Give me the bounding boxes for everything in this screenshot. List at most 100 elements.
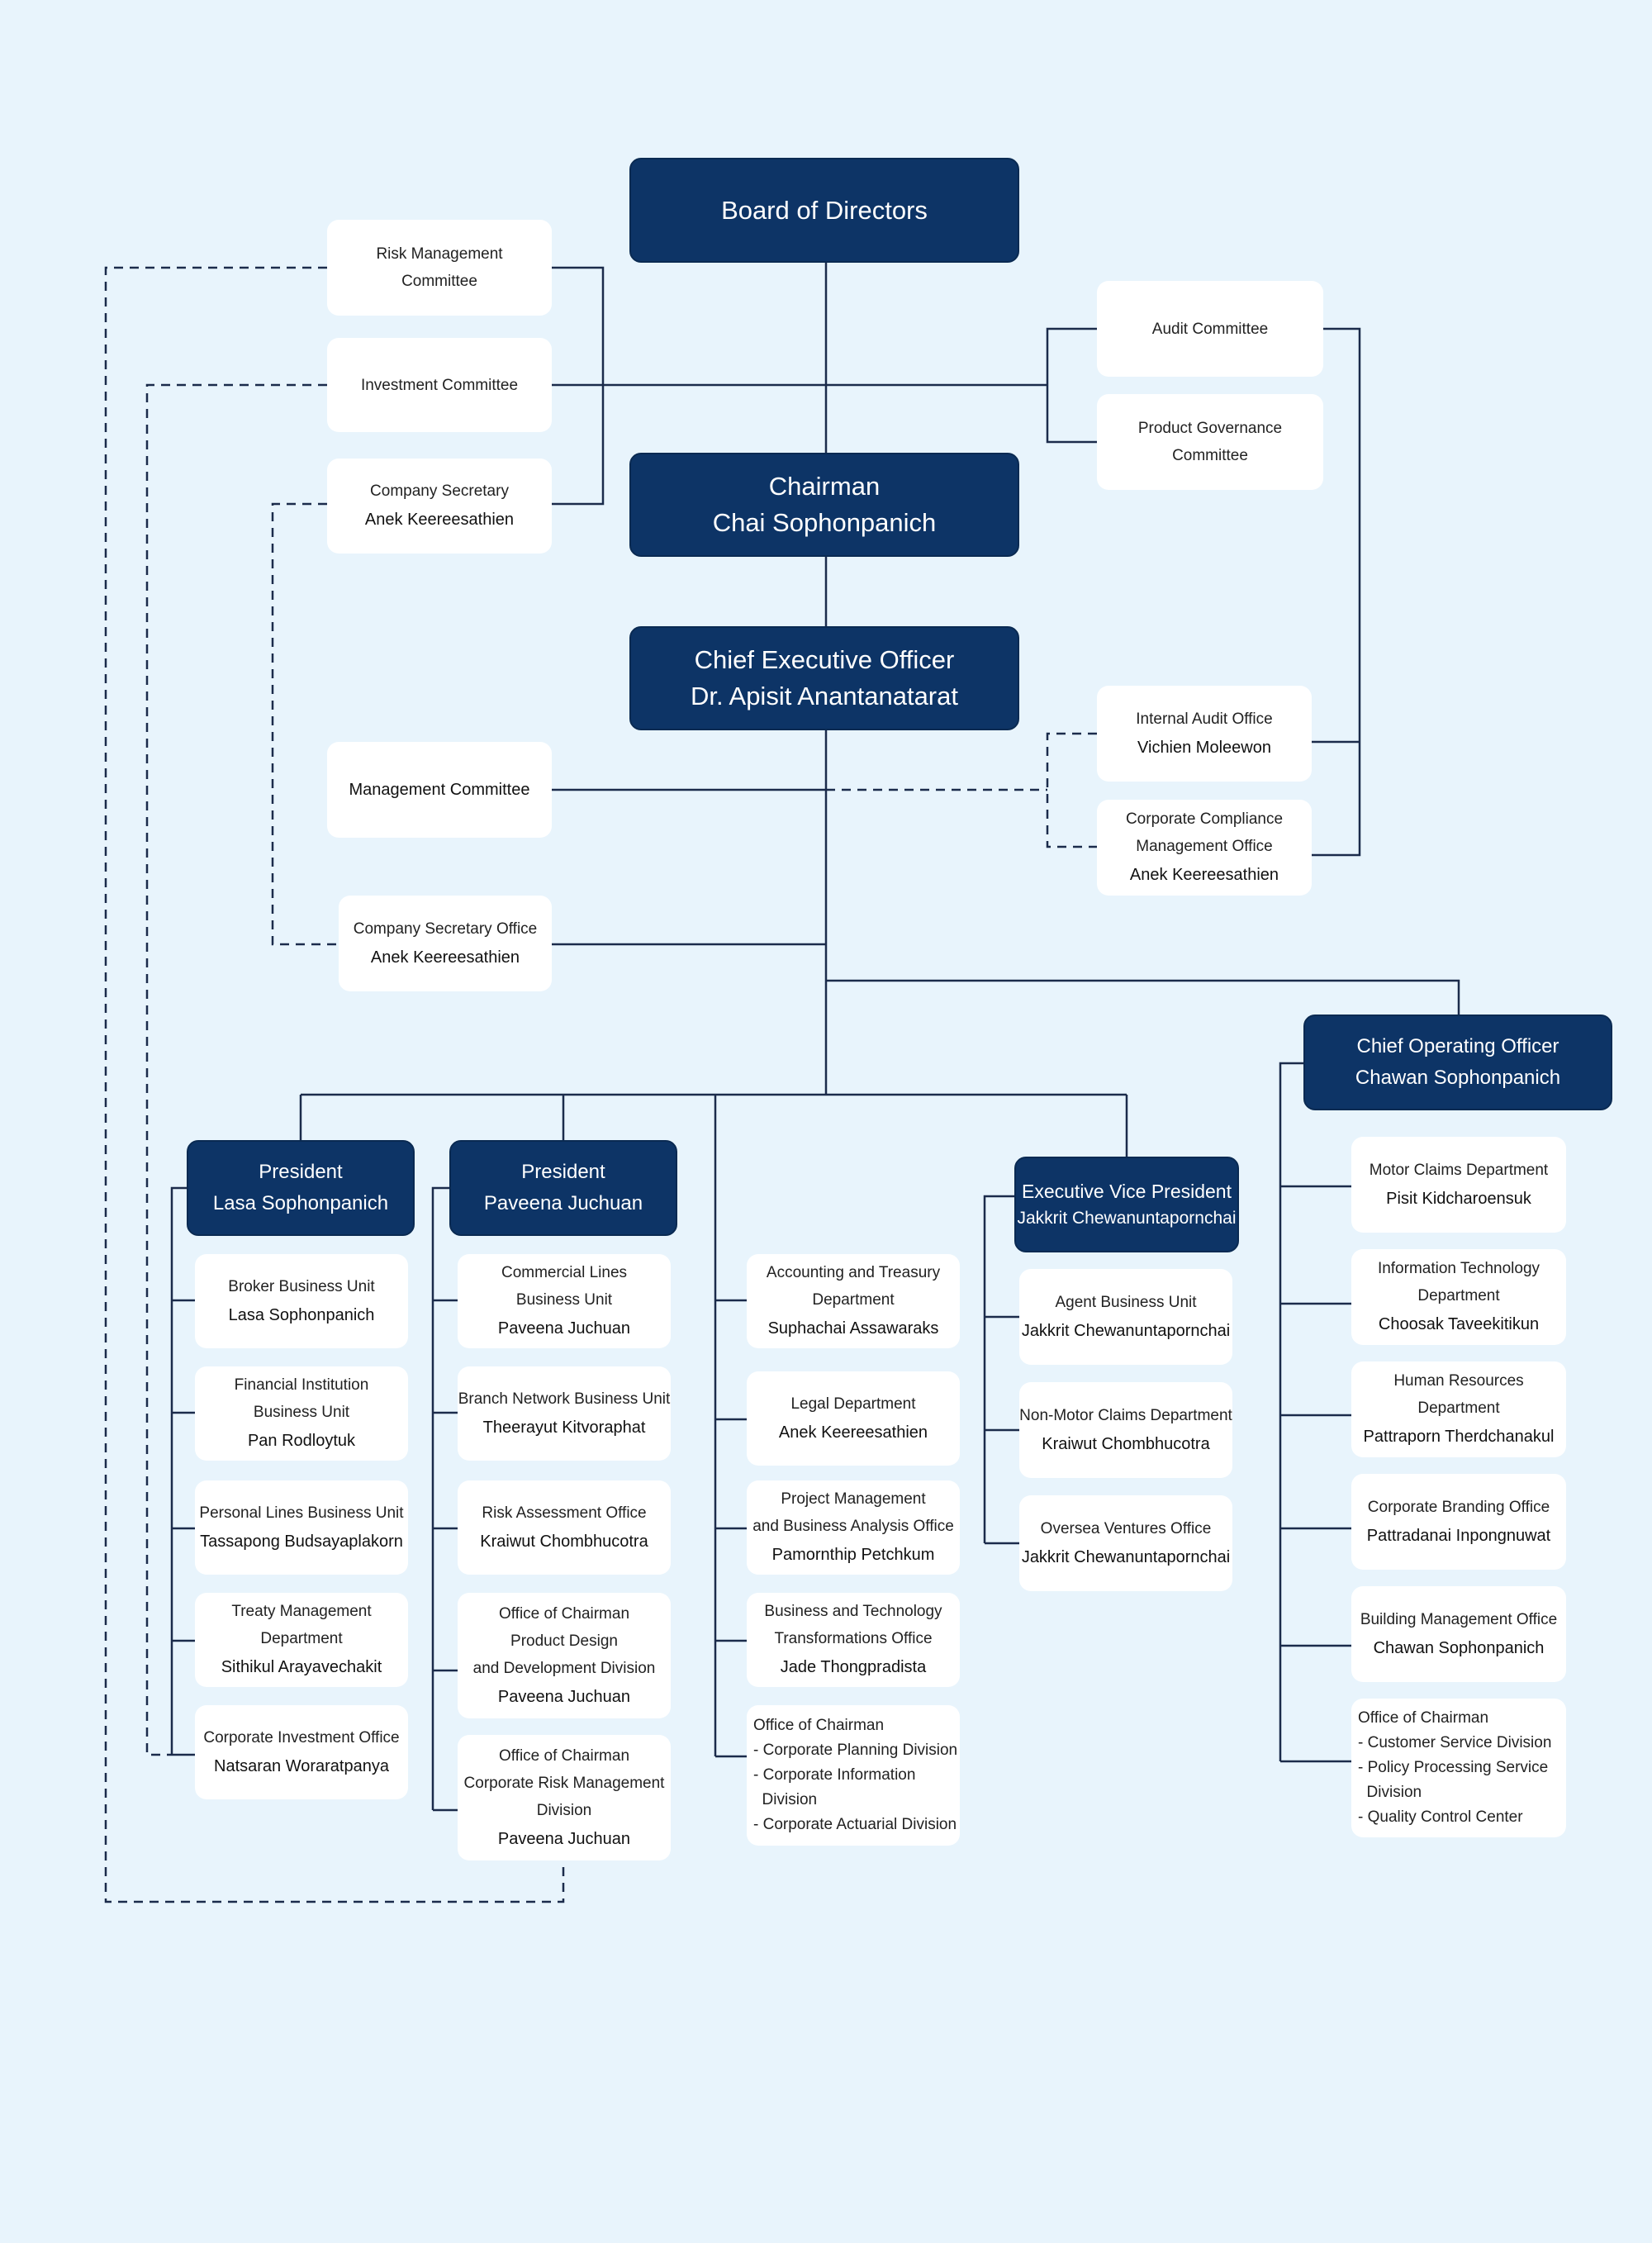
unit-title: Information Technology: [1377, 1260, 1540, 1277]
risk-committee-line-1: Risk Management: [376, 245, 503, 263]
unit-title: Commercial Lines: [501, 1264, 628, 1281]
unit-head: Kraiwut Chombhucotra: [480, 1532, 648, 1551]
dashed-lines: [104, 266, 1097, 1903]
unit-title: and Business Analysis Office: [752, 1518, 954, 1535]
unit-title: Corporate Investment Office: [203, 1728, 400, 1746]
unit-title: Risk Assessment Office: [482, 1504, 647, 1522]
evp-name: Jakkrit Chewanuntapornchai: [1017, 1208, 1237, 1228]
col2-spine: [431, 1186, 449, 1810]
col1-unit-3: Personal Lines Business Unit Tassapong B…: [195, 1480, 408, 1575]
evp-box: Executive Vice President Jakkrit Chewanu…: [1014, 1157, 1239, 1252]
unit-title: Broker Business Unit: [228, 1277, 375, 1295]
unit-title: Treaty Management: [231, 1603, 372, 1620]
unit-title: Human Resources Department: [1393, 1372, 1524, 1417]
unit-title: Department: [260, 1630, 343, 1647]
unit-title: Oversea Ventures Office: [1040, 1519, 1212, 1537]
unit-head: Theerayut Kitvoraphat: [482, 1418, 646, 1437]
company-secretary-office-box: Company Secretary Office Anek Keereesath…: [339, 896, 552, 991]
col2-unit-5: Office of Chairman Corporate Risk Manage…: [458, 1735, 671, 1860]
unit-head: Paveena Juchuan: [497, 1687, 631, 1706]
compliance-title-1: Corporate Compliance: [1125, 810, 1284, 828]
ceo-title: Chief Executive Officer: [694, 645, 955, 674]
ceo-name: Dr. Apisit Anantanatarat: [691, 682, 958, 710]
chairman-name: Chai Sophonpanich: [712, 508, 937, 537]
unit-head: Natsaran Woraratpanya: [214, 1756, 389, 1775]
unit-title: Office of Chairman: [1358, 1709, 1489, 1727]
internal-audit-office-box: Internal Audit Office Vichien Moleewon: [1097, 686, 1312, 782]
col5-spine: [1279, 1062, 1303, 1761]
col5-unit-4: Corporate Branding Office Pattradanai In…: [1351, 1474, 1566, 1570]
unit-title: - Corporate Planning Division: [753, 1742, 958, 1759]
unit-title: Building Management Office: [1360, 1610, 1558, 1628]
ceo-box: Chief Executive Officer Dr. Apisit Anant…: [629, 626, 1019, 730]
president-2-title: President: [521, 1161, 605, 1183]
col1-spine: [170, 1186, 187, 1755]
unit-head: Jade Thongpradista: [780, 1658, 927, 1676]
president-1-box: President Lasa Sophonpanich: [187, 1140, 415, 1236]
unit-title: Product Design: [510, 1632, 618, 1650]
audit-committee-label: Audit Committee: [1151, 320, 1269, 338]
unit-title: Agent Business Unit: [1055, 1293, 1197, 1311]
unit-title: Department: [1417, 1287, 1500, 1304]
col3-unit-3: Project Management and Business Analysis…: [747, 1480, 960, 1575]
col5-unit-3: Human Resources Department Pattraporn Th…: [1351, 1361, 1566, 1457]
company-secretary-box: Company Secretary Anek Keereesathien: [327, 459, 552, 554]
col1-unit-2: Financial Institution Business Unit Pan …: [195, 1366, 408, 1461]
unit-title: Office of Chairman: [498, 1604, 630, 1623]
unit-title: Division: [1358, 1784, 1422, 1801]
unit-title: Corporate Branding Office: [1367, 1498, 1550, 1516]
company-secretary-title: Company Secretary: [370, 482, 509, 500]
col3-unit-5: Office of Chairman - Corporate Planning …: [747, 1705, 960, 1846]
unit-title: Motor Claims Department: [1369, 1161, 1549, 1179]
unit-head: Pattraporn Therdchanakul: [1363, 1428, 1555, 1446]
connector-lines: [170, 263, 1460, 1812]
col2-unit-3: Risk Assessment Office Kraiwut Chombhuco…: [458, 1480, 671, 1575]
unit-head: Pattradanai Inpongnuwat: [1366, 1526, 1551, 1545]
coo-branch: [826, 979, 1460, 1015]
unit-title: - Corporate Information: [753, 1766, 916, 1784]
investment-committee-label: Investment Committee: [360, 376, 519, 394]
unit-head: Pisit Kidcharoensuk: [1386, 1189, 1531, 1208]
col2-unit-1: Commercial Lines Business Unit Paveena J…: [458, 1254, 671, 1348]
unit-title: Business Unit: [253, 1404, 350, 1421]
president-2-name: Paveena Juchuan: [483, 1192, 643, 1214]
internal-audit-name: Vichien Moleewon: [1137, 738, 1271, 757]
unit-head: Tassapong Budsayaplakorn: [200, 1532, 403, 1551]
unit-head: Kraiwut Chombhucotra: [1042, 1434, 1210, 1453]
unit-title: Department: [812, 1291, 895, 1309]
unit-head: Jakkrit Chewanuntapornchai: [1021, 1321, 1231, 1340]
secretary-dashed: [271, 502, 339, 946]
unit-title: Division: [753, 1791, 818, 1808]
unit-title: Office of Chairman: [498, 1746, 630, 1765]
audit-right-bracket: [1312, 327, 1361, 857]
unit-head: Anek Keereesathien: [778, 1423, 928, 1442]
unit-title: Corporate Risk Management: [463, 1774, 665, 1792]
unit-title: - Customer Service Division: [1358, 1734, 1552, 1751]
col4-unit-2: Non-Motor Claims Department Kraiwut Chom…: [1019, 1382, 1232, 1478]
col5-unit-2: Information Technology Department Choosa…: [1351, 1249, 1566, 1345]
unit-title: - Quality Control Center: [1358, 1808, 1523, 1826]
col3-unit-1: Accounting and Treasury Department Supha…: [747, 1254, 960, 1348]
risk-management-committee-box: Risk Management Committee: [327, 220, 552, 316]
unit-title: Transformations Office: [774, 1630, 933, 1647]
col1-unit-4: Treaty Management Department Sithikul Ar…: [195, 1593, 408, 1687]
unit-head: Jakkrit Chewanuntapornchai: [1021, 1547, 1231, 1566]
unit-title: Division: [536, 1801, 592, 1819]
unit-title: Accounting and Treasury: [766, 1264, 941, 1281]
compliance-dashed: [1046, 732, 1097, 848]
col3-unit-2: Legal Department Anek Keereesathien: [747, 1371, 960, 1466]
col5-unit-5: Building Management Office Chawan Sophon…: [1351, 1586, 1566, 1682]
committee-right-bracket: [1046, 327, 1097, 444]
risk-committee-dashed: [104, 266, 565, 1903]
coo-name: Chawan Sophonpanich: [1355, 1067, 1561, 1089]
unit-title: Office of Chairman: [753, 1717, 885, 1734]
unit-title: Legal Department: [790, 1395, 916, 1413]
investment-committee-box: Investment Committee: [327, 338, 552, 432]
unit-head: Paveena Juchuan: [497, 1829, 631, 1848]
chairman-box: Chairman Chai Sophonpanich: [629, 453, 1019, 557]
unit-title: and Development Division: [472, 1659, 656, 1677]
col2-unit-4: Office of Chairman Product Design and De…: [458, 1593, 671, 1718]
product-governance-line-2: Committee: [1172, 447, 1248, 464]
board-title: Board of Directors: [721, 195, 928, 225]
